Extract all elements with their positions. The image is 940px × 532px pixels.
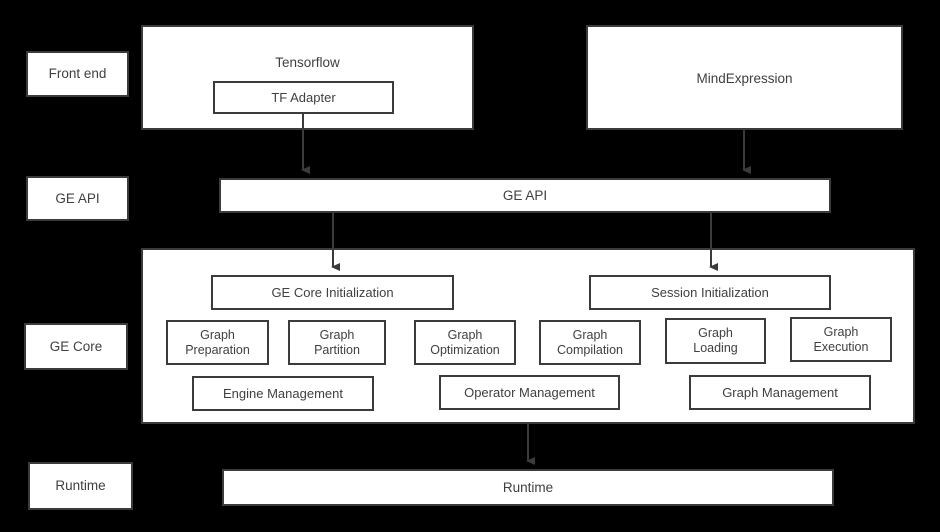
- graph-preparation-box: Graph Preparation: [166, 320, 269, 365]
- ge-api-bar: GE API: [219, 178, 831, 213]
- runtime-bar: Runtime: [222, 469, 834, 506]
- graph-execution-box: Graph Execution: [790, 317, 892, 362]
- layer-label-front-end: Front end: [26, 51, 129, 97]
- mindexpression-container: [586, 25, 903, 130]
- tensorflow-title: Tensorflow: [275, 55, 340, 70]
- mindexpression-title: MindExpression: [696, 71, 793, 86]
- layer-label-ge-core: GE Core: [24, 323, 128, 370]
- graph-loading-box: Graph Loading: [665, 318, 766, 364]
- graph-compilation-box: Graph Compilation: [539, 320, 641, 365]
- tensorflow-container: [141, 25, 474, 130]
- graph-optimization-box: Graph Optimization: [414, 320, 516, 365]
- graph-management-box: Graph Management: [689, 375, 871, 410]
- ge-core-initialization-box: GE Core Initialization: [211, 275, 454, 310]
- layer-label-runtime: Runtime: [28, 462, 133, 510]
- tf-adapter-box: TF Adapter: [213, 81, 394, 114]
- engine-management-box: Engine Management: [192, 376, 374, 411]
- operator-management-box: Operator Management: [439, 375, 620, 410]
- layer-label-ge-api: GE API: [26, 176, 129, 221]
- session-initialization-box: Session Initialization: [589, 275, 831, 310]
- graph-partition-box: Graph Partition: [288, 320, 386, 365]
